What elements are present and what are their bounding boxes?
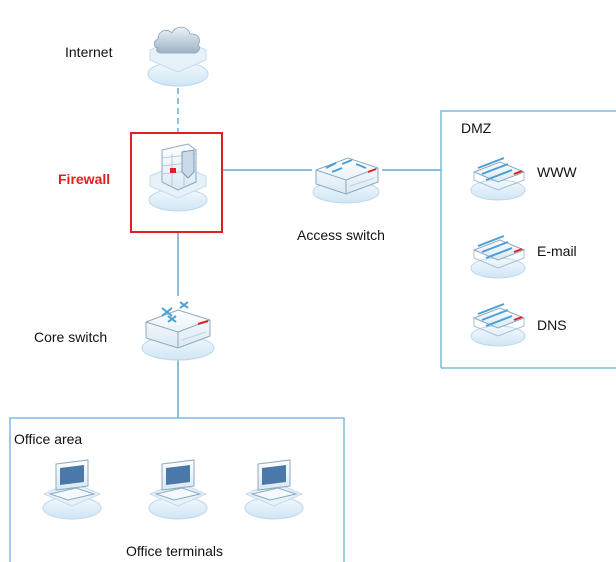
- email-label: E-mail: [537, 243, 577, 259]
- switch-icon: [312, 157, 380, 204]
- dmz-zone-border: [440, 110, 616, 368]
- firewall-icon: [148, 143, 208, 212]
- server-icon-www: [470, 157, 526, 201]
- server-icon-email: [470, 235, 526, 279]
- cloud-icon: [147, 26, 209, 87]
- access-switch-label: Access switch: [297, 227, 385, 243]
- server-icon-dns: [470, 303, 526, 347]
- www-label: WWW: [537, 164, 577, 180]
- core-switch-icon: [141, 301, 215, 361]
- laptop-icon-3: [244, 459, 304, 520]
- office-zone-title: Office area: [14, 431, 83, 447]
- laptop-icon-2: [148, 459, 208, 520]
- firewall-label: Firewall: [58, 171, 111, 187]
- office-terminals-label: Office terminals: [126, 543, 223, 559]
- laptop-icon-1: [42, 459, 102, 520]
- office-zone-border: [9, 417, 345, 562]
- core-switch-label: Core switch: [34, 329, 108, 345]
- dns-label: DNS: [537, 317, 567, 333]
- firewall-highlight-box: [130, 132, 223, 233]
- dmz-zone-title: DMZ: [461, 120, 492, 136]
- internet-label: Internet: [65, 44, 113, 60]
